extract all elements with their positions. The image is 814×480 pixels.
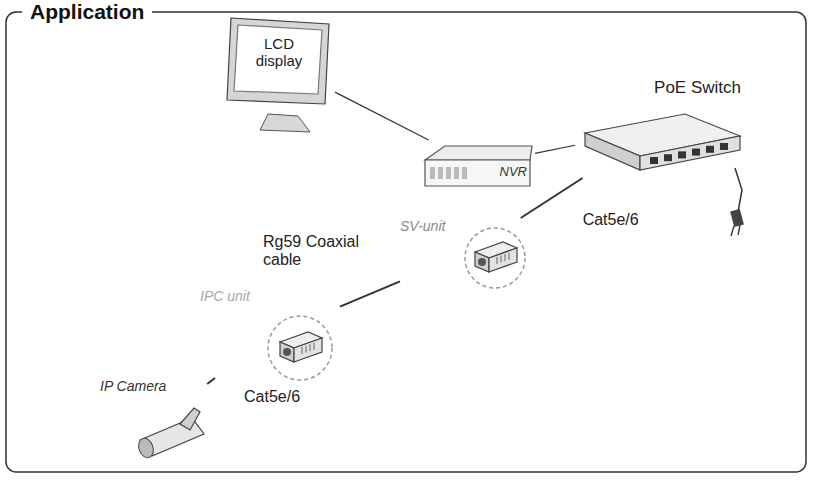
plug-pin (738, 225, 740, 235)
nvr-bay (446, 167, 451, 179)
power-cord (735, 168, 742, 212)
power-plug (730, 209, 744, 227)
nvr-bay (462, 167, 467, 179)
highlight-circle (465, 228, 525, 288)
cable-line (340, 281, 400, 306)
device-label: IP Camera (100, 378, 166, 394)
unit-end (475, 252, 489, 272)
device-label: LCD display (239, 36, 319, 69)
unit-vent (501, 256, 502, 263)
device-node: IP Camera (100, 378, 220, 462)
monitor-stand (260, 114, 310, 132)
bnc-port (283, 348, 291, 356)
switch-port (706, 146, 714, 153)
highlight-circle (268, 316, 332, 380)
cable-line (207, 378, 215, 384)
cable-line (335, 92, 429, 140)
switch-end (585, 133, 640, 170)
cable-line (535, 145, 575, 153)
monitor-screen (234, 25, 322, 94)
device-node: LCD display (225, 14, 335, 114)
plug-pin (731, 226, 734, 236)
unit-vent (310, 344, 311, 351)
switch-port (678, 151, 686, 158)
device-node: PoE Switch (575, 78, 745, 178)
switch-port (664, 154, 672, 161)
camera-mount (180, 408, 200, 430)
cable-label: Cat5e/6 (241, 387, 303, 407)
device-node: NVR (420, 140, 535, 190)
cable-label: Cat5e/6 (580, 210, 642, 230)
monitor-bezel (227, 18, 329, 104)
nvr-bay (438, 167, 443, 179)
unit-vent (509, 253, 510, 260)
switch-port (692, 149, 700, 156)
device-label: NVR (500, 164, 527, 179)
frame-border (6, 12, 806, 472)
unit-vent (306, 346, 307, 353)
device-label: IPC unit (200, 288, 250, 304)
unit-vent (505, 254, 506, 261)
cable-label: Rg59 Coaxial cable (260, 232, 376, 271)
unit-vent (314, 343, 315, 350)
device-node: IPC unit (200, 288, 340, 384)
unit-side (294, 338, 322, 362)
switch-port (650, 157, 658, 164)
unit-vent (497, 257, 498, 264)
nvr-bay (430, 167, 435, 179)
device-node: SV-unit (400, 218, 530, 290)
switch-port (720, 143, 728, 150)
unit-end (280, 342, 294, 362)
device-label: PoE Switch (654, 78, 741, 98)
nvr-bay (454, 167, 459, 179)
nvr-top (425, 146, 532, 160)
diagram-title: Application (22, 0, 152, 24)
nvr-front (425, 160, 530, 186)
bnc-port (478, 258, 486, 266)
switch-front (640, 136, 740, 170)
unit-vent (302, 347, 303, 354)
device-label: SV-unit (400, 218, 445, 234)
unit-side (489, 248, 517, 272)
camera-lens (136, 436, 156, 460)
